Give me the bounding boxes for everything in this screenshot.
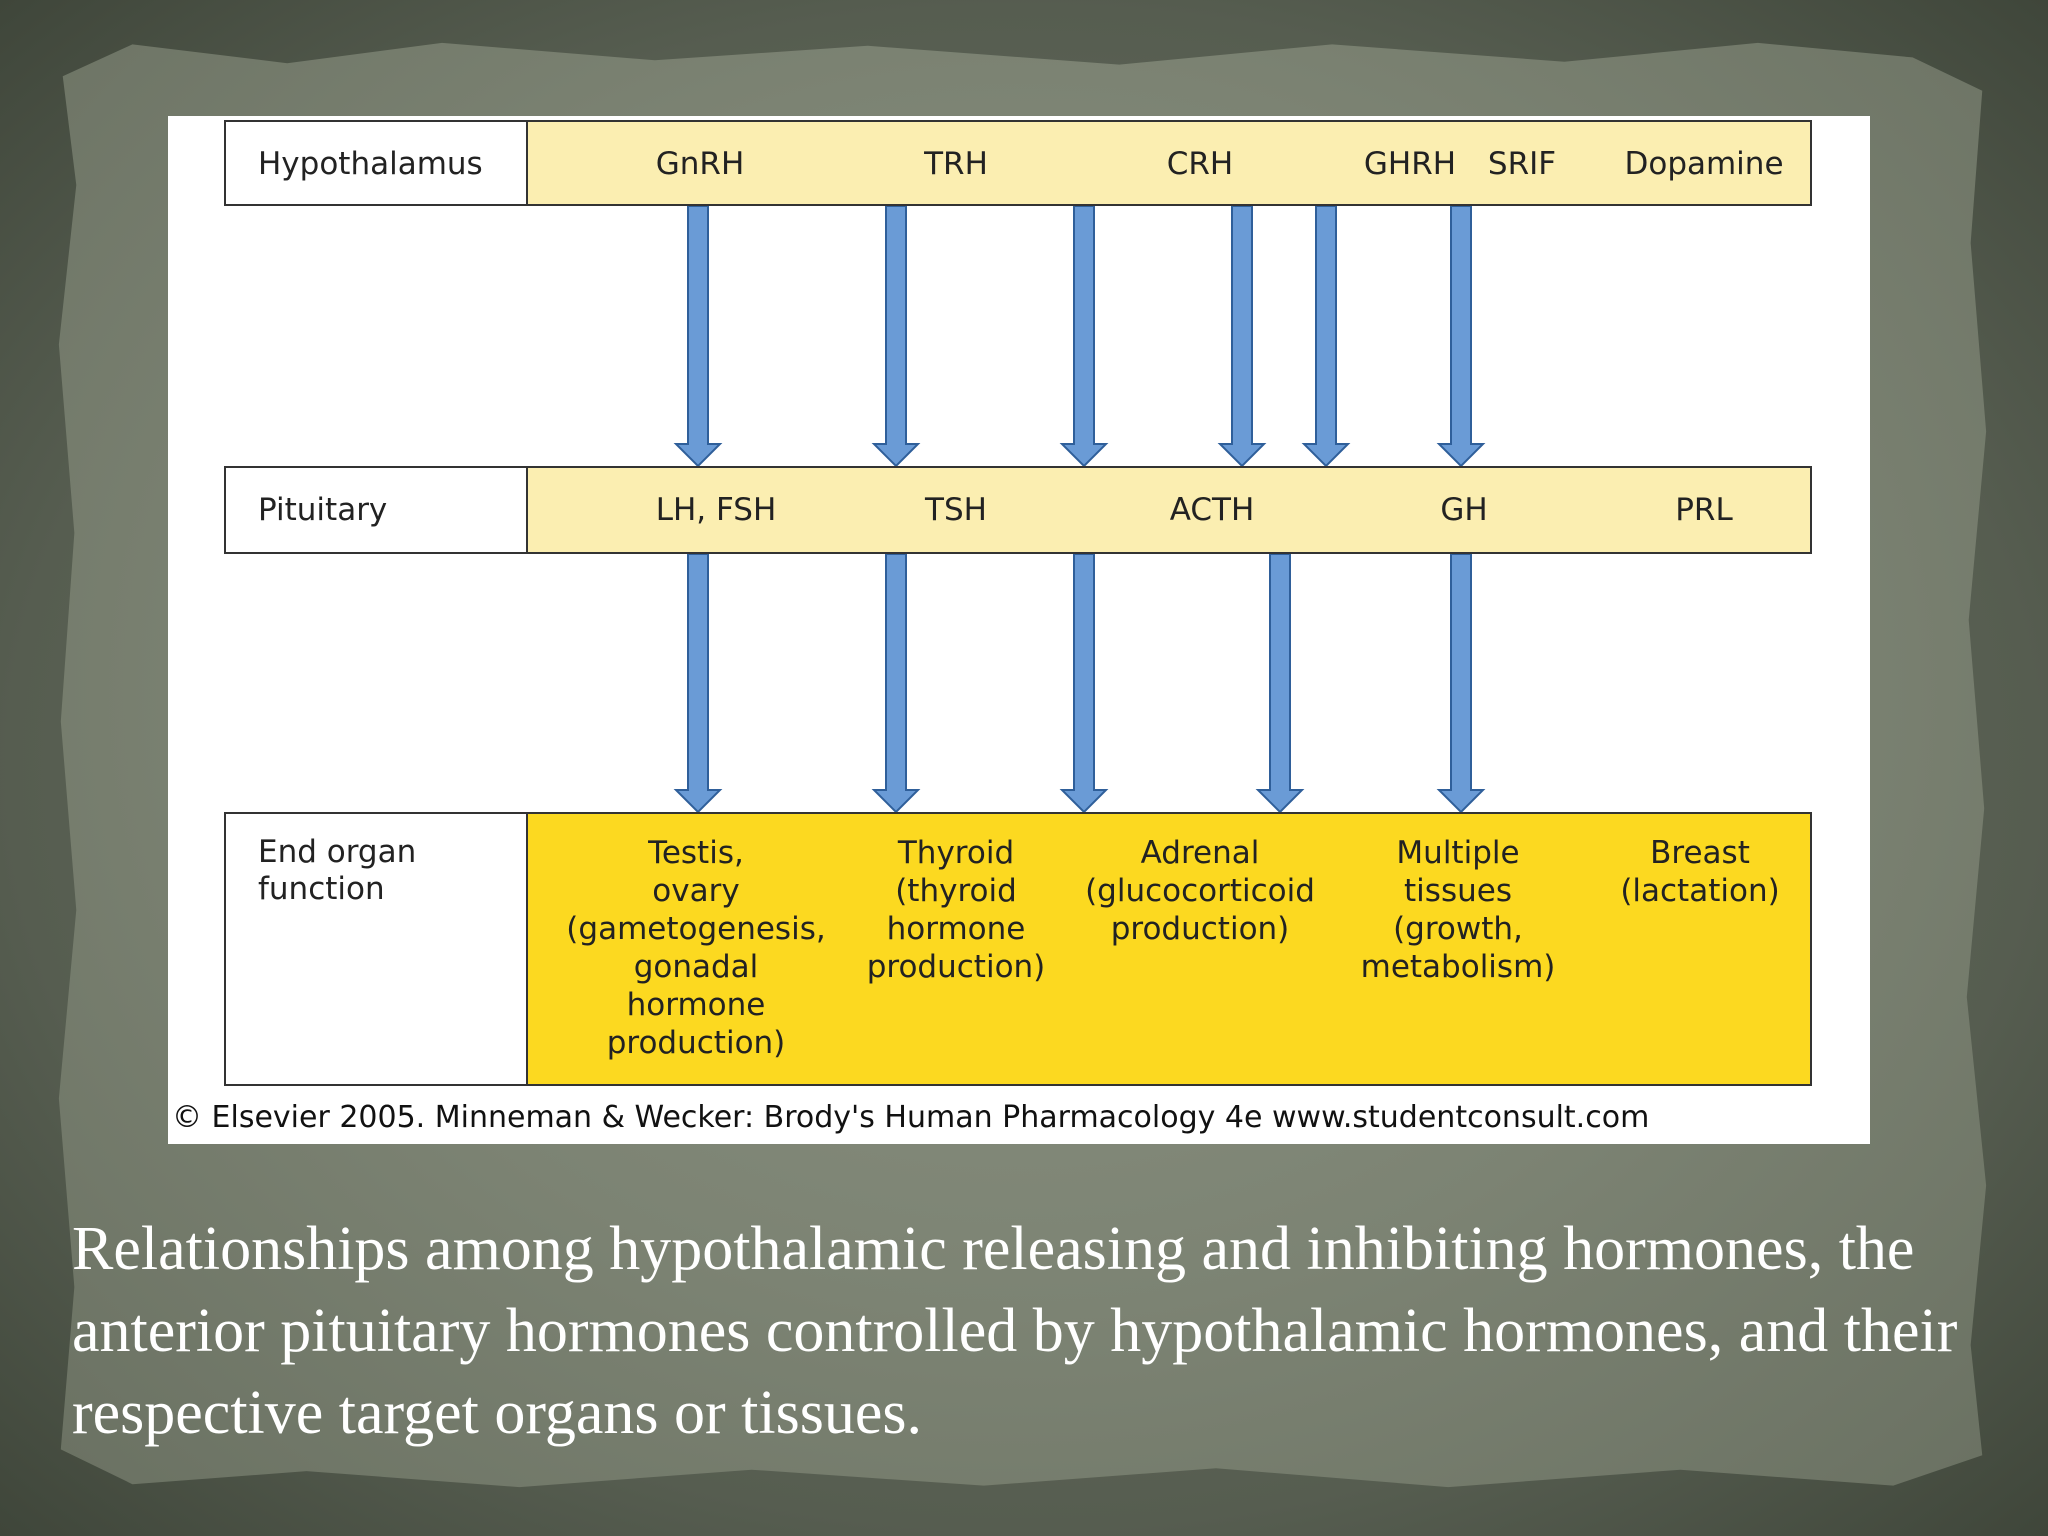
hormone-ghrh: GHRH	[1363, 146, 1457, 182]
arrow-srif-to-gh	[1301, 205, 1351, 468]
arrow-ghrh-to-gh	[1217, 205, 1267, 468]
organ-thyroid: Thyroid (thyroid hormone production)	[866, 835, 1046, 985]
hormone-diagram: Hypothalamus GnRH TRH CRH GHRH SRIF Dopa…	[168, 116, 1870, 1144]
arrow-lh-fsh-to-gonads	[673, 553, 723, 814]
pituitary-label-cell: Pituitary	[224, 466, 528, 554]
organ-gonads: Testis, ovary (gametogenesis, gonadal ho…	[566, 835, 826, 1061]
arrow-prl-to-breast	[1436, 553, 1486, 814]
pituitary-label: Pituitary	[258, 492, 388, 528]
end-organ-label: End organ function	[258, 834, 417, 907]
copyright-credit: © Elsevier 2005. Minneman & Wecker: Brod…	[172, 1100, 1650, 1135]
end-organ-functions-cell: Testis, ovary (gametogenesis, gonadal ho…	[528, 812, 1812, 1086]
arrow-gnrh-to-lh-fsh	[673, 205, 723, 468]
arrow-acth-to-adrenal	[1059, 553, 1109, 814]
end-organ-label-cell: End organ function	[224, 812, 528, 1086]
arrow-trh-to-tsh	[871, 205, 921, 468]
hypothalamus-label: Hypothalamus	[258, 146, 483, 182]
hormone-dopamine: Dopamine	[1624, 146, 1784, 182]
organ-multiple-tissues: Multiple tissues (growth, metabolism)	[1360, 835, 1556, 985]
organ-breast: Breast (lactation)	[1620, 835, 1780, 909]
hormone-crh: CRH	[1166, 146, 1234, 182]
hypothalamus-row: Hypothalamus GnRH TRH CRH GHRH SRIF Dopa…	[224, 120, 1812, 206]
hormone-srif: SRIF	[1487, 146, 1557, 182]
hormone-trh: TRH	[924, 146, 988, 182]
arrow-tsh-to-thyroid	[871, 553, 921, 814]
slide-caption: Relationships among hypothalamic releasi…	[72, 1215, 1958, 1447]
hormone-lh-fsh: LH, FSH	[655, 492, 777, 528]
hormone-prl: PRL	[1675, 492, 1733, 528]
pituitary-hormones-cell: LH, FSH TSH ACTH GH PRL	[528, 466, 1812, 554]
hormone-tsh: TSH	[925, 492, 987, 528]
hypothalamus-hormones-cell: GnRH TRH CRH GHRH SRIF Dopamine	[528, 120, 1812, 206]
hormone-gh: GH	[1440, 492, 1488, 528]
arrow-layer	[673, 205, 1486, 814]
arrow-dopamine-to-prl	[1436, 205, 1486, 468]
arrow-gh-to-multiple	[1255, 553, 1305, 814]
hormone-acth: ACTH	[1169, 492, 1255, 528]
hypothalamus-label-cell: Hypothalamus	[224, 120, 528, 206]
pituitary-row: Pituitary LH, FSH TSH ACTH GH PRL	[224, 466, 1812, 554]
organ-adrenal: Adrenal (glucocorticoid production)	[1085, 835, 1315, 947]
arrow-crh-to-acth	[1059, 205, 1109, 468]
end-organ-row: End organ function Testis, ovary (gameto…	[224, 812, 1812, 1086]
hormone-gnrh: GnRH	[655, 146, 745, 182]
